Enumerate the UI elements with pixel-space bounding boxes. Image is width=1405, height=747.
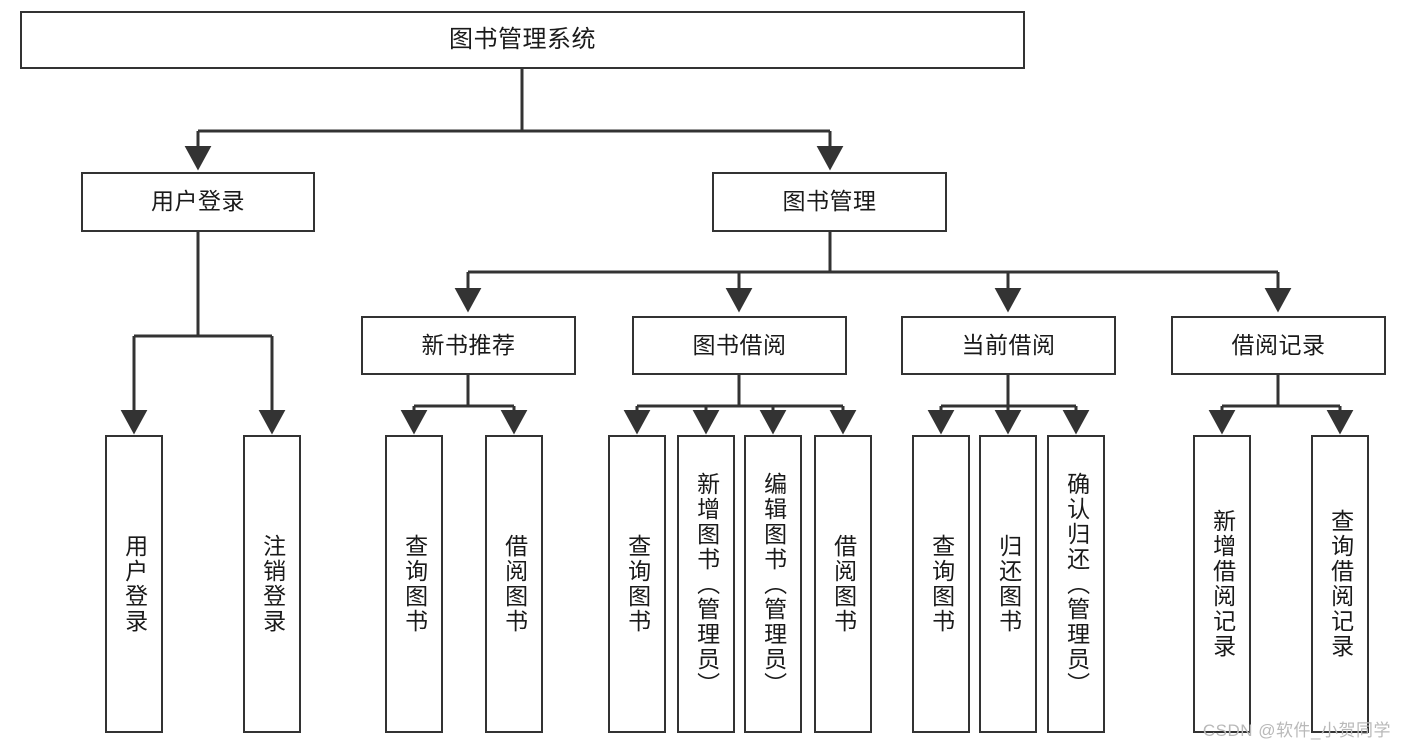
node-label: 查询图书 xyxy=(401,534,428,634)
node-label: 注销登录 xyxy=(259,534,286,634)
node-label: 图书借阅 xyxy=(692,331,787,358)
node-new-book-recommend[interactable]: 新书推荐 xyxy=(361,316,576,375)
leaf-borrow-book-recommend[interactable]: 借阅图书 xyxy=(485,435,543,733)
leaf-user-login[interactable]: 用户登录 xyxy=(105,435,163,733)
leaf-query-book-borrow[interactable]: 查询图书 xyxy=(608,435,666,733)
node-current-borrow[interactable]: 当前借阅 xyxy=(901,316,1116,375)
leaf-borrow-book[interactable]: 借阅图书 xyxy=(814,435,872,733)
node-label: 归还图书 xyxy=(995,534,1022,634)
node-label: 查询借阅记录 xyxy=(1327,509,1354,659)
node-label: 新增图书（管理员） xyxy=(693,471,720,697)
node-label: 用户登录 xyxy=(121,534,148,634)
leaf-edit-book[interactable]: 编辑图书（管理员） xyxy=(744,435,802,733)
node-label: 当前借阅 xyxy=(961,331,1056,358)
node-label: 用户登录 xyxy=(151,188,245,215)
leaf-query-book-current[interactable]: 查询图书 xyxy=(912,435,970,733)
node-label: 图书管理系统 xyxy=(449,25,596,53)
leaf-logout-login[interactable]: 注销登录 xyxy=(243,435,301,733)
node-book-management-system[interactable]: 图书管理系统 xyxy=(20,11,1025,69)
node-label: 借阅图书 xyxy=(830,534,857,634)
leaf-return-book[interactable]: 归还图书 xyxy=(979,435,1037,733)
node-book-borrow[interactable]: 图书借阅 xyxy=(632,316,847,375)
node-label: 新书推荐 xyxy=(421,331,516,358)
node-label: 新增借阅记录 xyxy=(1209,509,1236,659)
watermark: CSDN @软件_小贺同学 xyxy=(1202,721,1391,740)
node-borrow-record[interactable]: 借阅记录 xyxy=(1171,316,1386,375)
leaf-add-book[interactable]: 新增图书（管理员） xyxy=(677,435,735,733)
leaf-confirm-return[interactable]: 确认归还（管理员） xyxy=(1047,435,1105,733)
node-label: 查询图书 xyxy=(928,534,955,634)
node-book-management[interactable]: 图书管理 xyxy=(712,172,947,232)
leaf-query-borrow-record[interactable]: 查询借阅记录 xyxy=(1311,435,1369,733)
node-label: 编辑图书（管理员） xyxy=(760,471,787,697)
leaf-add-borrow-record[interactable]: 新增借阅记录 xyxy=(1193,435,1251,733)
leaf-query-book-recommend[interactable]: 查询图书 xyxy=(385,435,443,733)
node-label: 借阅记录 xyxy=(1231,331,1326,358)
node-label: 查询图书 xyxy=(624,534,651,634)
node-label: 确认归还（管理员） xyxy=(1063,471,1090,697)
node-user-login[interactable]: 用户登录 xyxy=(81,172,315,232)
node-label: 图书管理 xyxy=(782,188,877,215)
node-label: 借阅图书 xyxy=(501,534,528,634)
